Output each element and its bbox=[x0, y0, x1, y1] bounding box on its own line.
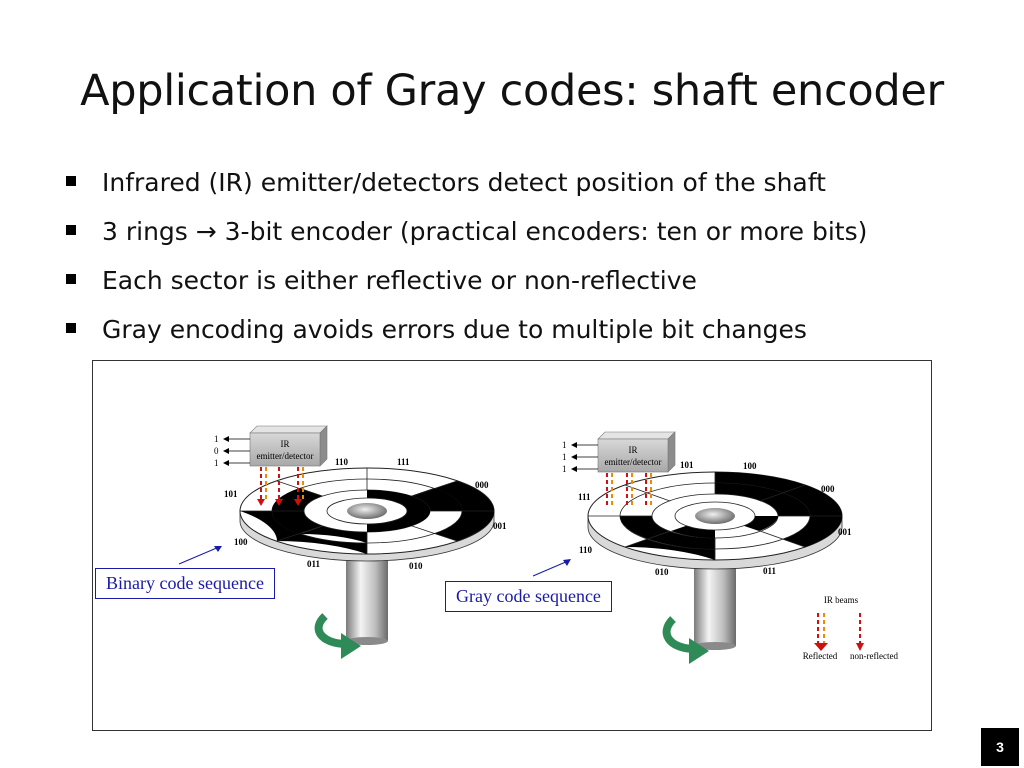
bullet-item: Gray encoding avoids errors due to multi… bbox=[66, 305, 867, 354]
encoder-diagram: IR emitter/detector 1 0 1 bbox=[178, 425, 899, 664]
non-reflected-beam-icon bbox=[856, 613, 864, 651]
binary-encoder: IR emitter/detector 1 0 1 bbox=[178, 425, 507, 659]
square-bullet-icon bbox=[66, 225, 76, 235]
sector-label: 000 bbox=[475, 480, 489, 490]
sector-label: 111 bbox=[578, 492, 591, 502]
bit-label: 1 bbox=[562, 464, 567, 474]
ir-beam-legend: IR beams Reflected non-reflected bbox=[803, 595, 899, 661]
bullet-item: Each sector is either reflective or non-… bbox=[66, 256, 867, 305]
sector-label: 010 bbox=[409, 561, 423, 571]
rotation-arrow-icon bbox=[314, 613, 361, 659]
slide-title: Application of Gray codes: shaft encoder bbox=[80, 66, 944, 116]
square-bullet-icon bbox=[66, 176, 76, 186]
sector-label: 111 bbox=[397, 457, 410, 467]
gray-code-callout: Gray code sequence bbox=[445, 581, 612, 612]
callout-pointer bbox=[532, 560, 569, 577]
bullet-item: 3 rings → 3-bit encoder (practical encod… bbox=[66, 207, 867, 256]
emitter-label: emitter/detector bbox=[605, 457, 662, 467]
page-number: 3 bbox=[981, 728, 1019, 766]
sector-label: 101 bbox=[680, 460, 694, 470]
square-bullet-icon bbox=[66, 274, 76, 284]
emitter-label: emitter/detector bbox=[257, 451, 314, 461]
binary-disc bbox=[239, 467, 495, 555]
sector-label: 110 bbox=[335, 457, 349, 467]
sector-label: 100 bbox=[234, 537, 248, 547]
sector-label: 110 bbox=[579, 545, 593, 555]
hub bbox=[695, 508, 735, 524]
reflected-beam-icon bbox=[814, 613, 828, 651]
sector-label: 011 bbox=[763, 566, 777, 576]
callout-pointer bbox=[178, 546, 220, 565]
bit-label: 1 bbox=[214, 458, 219, 468]
sector-label: 100 bbox=[743, 461, 757, 471]
bit-label: 1 bbox=[562, 440, 567, 450]
sector-labels: 101 100 000 001 011 010 110 111 bbox=[578, 460, 852, 577]
legend-title: IR beams bbox=[824, 595, 859, 605]
rotation-arrow-icon bbox=[662, 616, 709, 664]
sector-label: 010 bbox=[655, 567, 669, 577]
hub bbox=[347, 503, 387, 519]
gray-disc bbox=[587, 471, 843, 561]
shaft-encoder-figure: IR emitter/detector 1 0 1 bbox=[92, 360, 932, 731]
legend-non-reflected-label: non-reflected bbox=[850, 651, 898, 661]
gray-encoder: IR emitter/detector 1 1 1 101 bbox=[532, 431, 852, 664]
ir-beams bbox=[257, 467, 304, 506]
sector-label: 000 bbox=[821, 484, 835, 494]
emitter-block: IR emitter/detector bbox=[249, 425, 328, 467]
sector-label: 001 bbox=[838, 527, 852, 537]
bit-label: 1 bbox=[214, 434, 219, 444]
sector-label: 001 bbox=[493, 521, 507, 531]
square-bullet-icon bbox=[66, 323, 76, 333]
emitter-label: IR bbox=[281, 439, 290, 449]
bit-label: 1 bbox=[562, 452, 567, 462]
sector-label: 101 bbox=[224, 489, 238, 499]
bit-label: 0 bbox=[214, 446, 219, 456]
shaft-base bbox=[346, 637, 388, 645]
sector-labels: 110 111 000 001 010 011 100 101 bbox=[224, 457, 507, 571]
shaft-base bbox=[694, 642, 736, 650]
bullet-list: Infrared (IR) emitter/detectors detect p… bbox=[66, 158, 867, 354]
legend-reflected-label: Reflected bbox=[803, 651, 838, 661]
output-bits: 1 0 1 bbox=[214, 434, 250, 468]
ir-beams bbox=[606, 473, 652, 507]
emitter-label: IR bbox=[629, 445, 638, 455]
bullet-item: Infrared (IR) emitter/detectors detect p… bbox=[66, 158, 867, 207]
binary-code-callout: Binary code sequence bbox=[95, 568, 275, 599]
output-bits: 1 1 1 bbox=[562, 440, 598, 474]
sector-label: 011 bbox=[307, 559, 321, 569]
emitter-block: IR emitter/detector bbox=[597, 431, 676, 473]
